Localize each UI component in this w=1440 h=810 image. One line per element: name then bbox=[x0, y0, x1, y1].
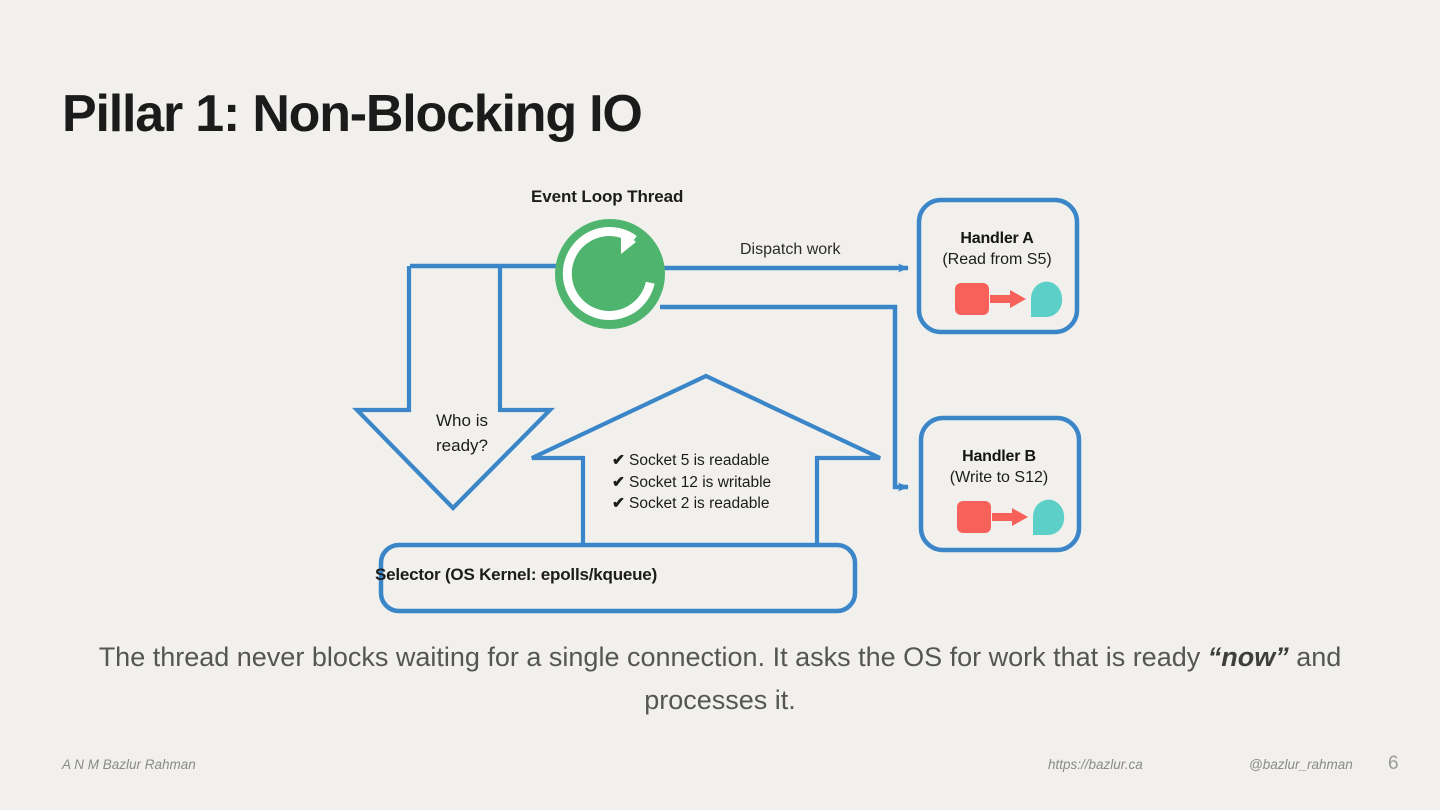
check-icon: ✔ bbox=[612, 452, 625, 469]
caption-part-1: The thread never blocks waiting for a si… bbox=[98, 642, 1208, 672]
footer-social-handle[interactable]: @bazlur_rahman bbox=[1249, 757, 1353, 772]
check-icon: ✔ bbox=[612, 473, 625, 491]
caption-part-2: and processes it. bbox=[644, 642, 1342, 715]
handler-b-title: Handler B bbox=[962, 448, 1036, 465]
dispatch-work-label: Dispatch work bbox=[740, 241, 841, 258]
who-is-ready-line2: ready? bbox=[436, 436, 488, 455]
selector-label: Selector (OS Kernel: epolls/kqueue) bbox=[374, 565, 658, 584]
list-item: ✔Socket 12 is writable bbox=[612, 472, 771, 494]
handler-a-subtitle: (Read from S5) bbox=[942, 251, 1052, 268]
handler-b-transfer-icon bbox=[957, 499, 1065, 535]
list-item-label: Socket 5 is readable bbox=[629, 452, 770, 469]
slide-caption: The thread never blocks waiting for a si… bbox=[60, 636, 1380, 722]
list-item: ✔Socket 2 is readable bbox=[612, 493, 771, 515]
non-blocking-io-diagram: Event Loop Thread Dispatch work Who is r… bbox=[0, 170, 1440, 640]
caption-emphasis: “now” bbox=[1207, 642, 1289, 672]
footer-author: A N M Bazlur Rahman bbox=[62, 757, 196, 772]
connector-eventloop-to-handler-b bbox=[660, 304, 909, 492]
ready-list-arrow bbox=[531, 373, 881, 545]
handler-b-subtitle: (Write to S12) bbox=[949, 469, 1049, 486]
handler-b-box bbox=[918, 415, 1082, 553]
ready-socket-list: ✔Socket 5 is readable ✔Socket 12 is writ… bbox=[612, 450, 771, 515]
handler-a-title: Handler A bbox=[960, 230, 1034, 247]
list-item-label: Socket 12 is writable bbox=[629, 473, 772, 491]
list-item: ✔Socket 5 is readable bbox=[612, 450, 771, 472]
who-is-ready-arrow bbox=[352, 266, 556, 511]
handler-a-box bbox=[916, 197, 1080, 335]
who-is-ready-label: Who is ready? bbox=[422, 408, 502, 458]
footer-site-link[interactable]: https://bazlur.ca bbox=[1048, 757, 1143, 772]
refresh-loop-icon bbox=[555, 219, 665, 329]
list-item-label: Socket 2 is readable bbox=[629, 495, 770, 512]
event-loop-title: Event Loop Thread bbox=[531, 187, 684, 206]
diagram-vector-layer bbox=[352, 197, 1082, 614]
who-is-ready-line1: Who is bbox=[436, 411, 488, 430]
page-title: Pillar 1: Non-Blocking IO bbox=[62, 85, 643, 143]
check-icon: ✔ bbox=[612, 495, 625, 512]
selector-box bbox=[378, 542, 858, 614]
page-number: 6 bbox=[1388, 753, 1399, 774]
handler-a-transfer-icon bbox=[955, 281, 1063, 317]
